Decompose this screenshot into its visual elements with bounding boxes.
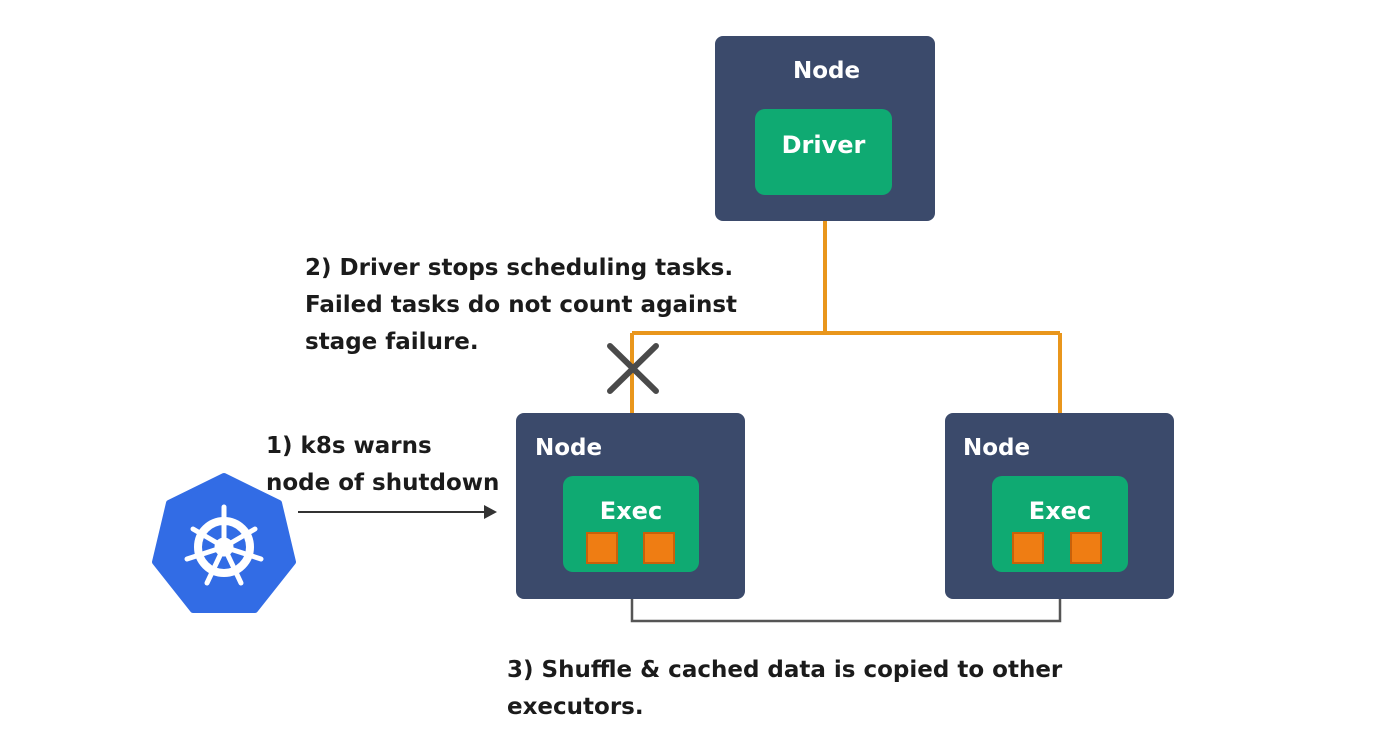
kubernetes-logo [152,473,296,613]
driver-label: Driver [781,131,866,159]
x-mark-icon [607,343,659,394]
right-exec-label: Exec [1028,497,1092,525]
right-node-label: Node [963,435,1031,461]
driver-box: Driver [755,109,892,195]
step2-annotation: 2) Driver stops scheduling tasks. Failed… [305,250,737,361]
left-exec-box: Exec [563,476,699,572]
right-exec-task-1 [1012,532,1044,564]
left-exec-task-1 [586,532,618,564]
step1-annotation: 1) k8s warns node of shutdown [266,428,499,502]
driver-node-label: Node [793,58,861,84]
driver-node-box: Node Driver [715,36,935,221]
step2-line3: stage failure. [305,329,479,355]
left-node-label: Node [535,435,603,461]
right-exec-box: Exec [992,476,1128,572]
step1-line2: node of shutdown [266,470,500,496]
left-executor-node-box: Node Exec [516,413,745,599]
left-exec-task-2 [643,532,675,564]
step3-line1: 3) Shuffle & cached data is copied to ot… [507,657,1063,683]
step3-annotation: 3) Shuffle & cached data is copied to ot… [507,652,1062,726]
left-exec-label: Exec [599,497,663,525]
step2-line1: 2) Driver stops scheduling tasks. [305,255,734,281]
right-exec-task-2 [1070,532,1102,564]
shuffle-copy-line [630,598,1062,623]
step3-line2: executors. [507,694,644,720]
step1-line1: 1) k8s warns [266,433,432,459]
k8s-warning-arrowhead [484,505,497,519]
step2-line2: Failed tasks do not count against [305,292,738,318]
right-executor-node-box: Node Exec [945,413,1174,599]
